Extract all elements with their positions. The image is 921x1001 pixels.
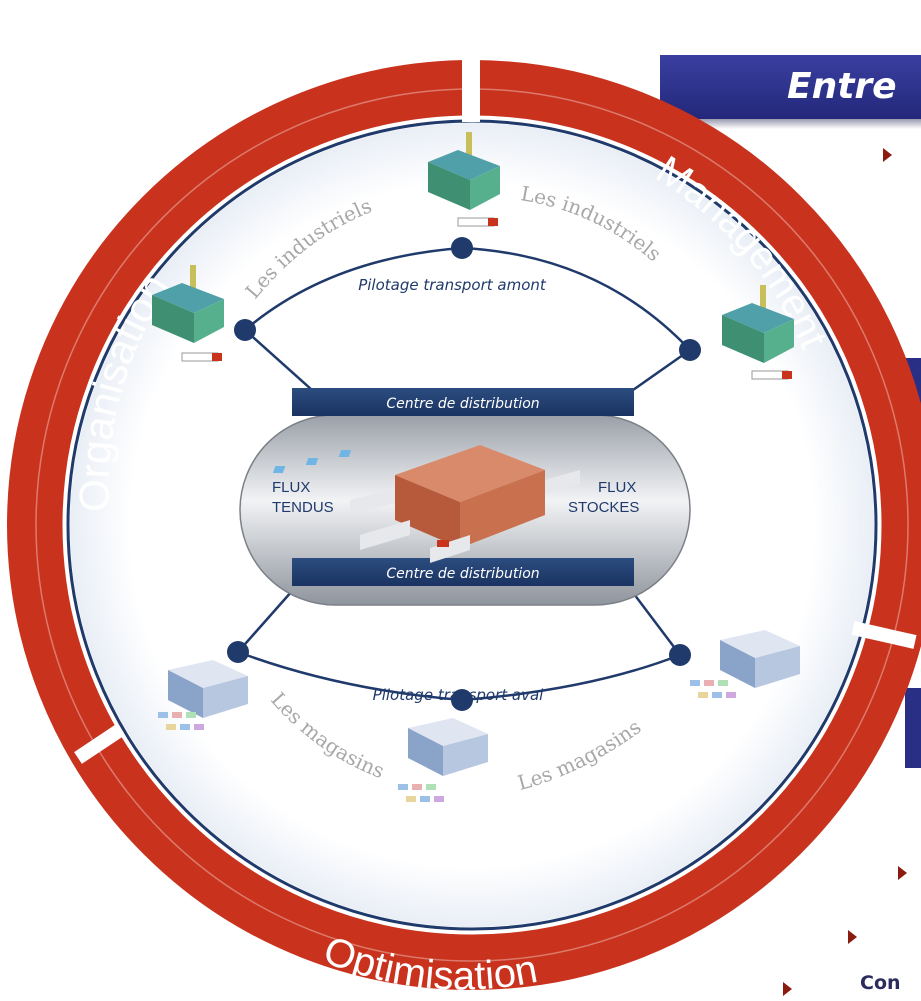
- factory-icon: [722, 285, 794, 380]
- store-icon: [158, 660, 248, 730]
- ring-separator: [851, 621, 917, 649]
- flux-right-line1: FLUX: [598, 479, 636, 496]
- network-node: [227, 641, 249, 663]
- flux-left-line2: TENDUS: [272, 499, 334, 516]
- bullet-icon: [883, 148, 892, 162]
- label-pilotage-aval: Pilotage transport aval: [373, 686, 544, 704]
- ring-separator: [74, 724, 124, 764]
- warehouse-icon: [272, 445, 580, 563]
- banner-bottom-label: Centre de distribution: [386, 566, 539, 582]
- ring-separator: [462, 58, 480, 122]
- banner-top-label: Centre de distribution: [386, 396, 539, 412]
- panel-title: Entre: [787, 66, 897, 107]
- flux-right-line2: STOCKES: [568, 499, 639, 516]
- section-bar: [905, 688, 921, 768]
- label-pilotage-amont: Pilotage transport amont: [358, 276, 547, 294]
- network-node: [234, 319, 256, 341]
- network-node: [669, 644, 691, 666]
- bullet-icon: [848, 930, 857, 944]
- bullet-icon: [783, 982, 792, 996]
- factory-icon: [428, 132, 500, 227]
- title-bar: [660, 55, 921, 119]
- title-bar-shadow: [670, 119, 921, 129]
- footer-text: Con: [860, 972, 901, 994]
- store-icon: [398, 718, 488, 802]
- factory-icon: [152, 265, 224, 362]
- banner-bottom: [292, 558, 634, 586]
- network-node: [451, 237, 473, 259]
- network-nodes: [227, 237, 701, 711]
- bullet-icon: [898, 866, 907, 880]
- network-node: [679, 339, 701, 361]
- banner-top: [292, 388, 634, 416]
- network-node: [451, 689, 473, 711]
- flux-left-line1: FLUX: [272, 479, 310, 496]
- store-icon: [690, 630, 800, 698]
